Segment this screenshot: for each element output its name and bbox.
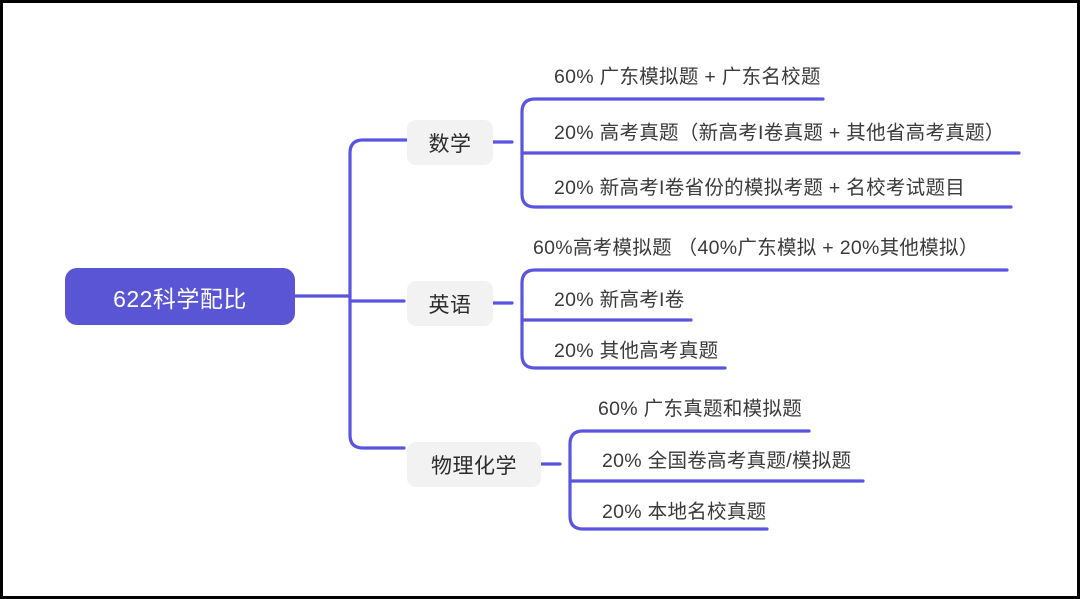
leaf-math-2[interactable]: 20% 高考真题（新高考I卷真题 + 其他省高考真题） [554,122,1005,144]
leaf-math-1[interactable]: 60% 广东模拟题 + 广东名校题 [554,66,821,88]
root-node-label: 622科学配比 [113,285,247,312]
leaf-physics-2[interactable]: 20% 全国卷高考真题/模拟题 [602,450,852,472]
leaf-english-2[interactable]: 20% 新高考I卷 [554,289,685,311]
branch-node-math-label: 数学 [428,132,472,156]
root-node[interactable]: 622科学配比 [65,268,295,325]
trunk-connector [290,138,409,450]
leaf-english-3[interactable]: 20% 其他高考真题 [554,340,719,362]
leaf-english-1[interactable]: 60%高考模拟题 （40%广东模拟 + 20%其他模拟） [533,237,979,259]
branch-node-english[interactable]: 英语 [407,281,493,326]
branch-node-math[interactable]: 数学 [407,120,493,165]
leaf-physics-1[interactable]: 60% 广东真题和模拟题 [598,398,803,420]
branch-node-english-label: 英语 [428,293,472,317]
branch-node-physics-label: 物理化学 [431,454,517,478]
leaf-physics-3[interactable]: 20% 本地名校真题 [602,501,767,523]
branch-node-physics[interactable]: 物理化学 [407,442,541,487]
leaf-math-3[interactable]: 20% 新高考I卷省份的模拟考题 + 名校考试题目 [554,177,966,199]
